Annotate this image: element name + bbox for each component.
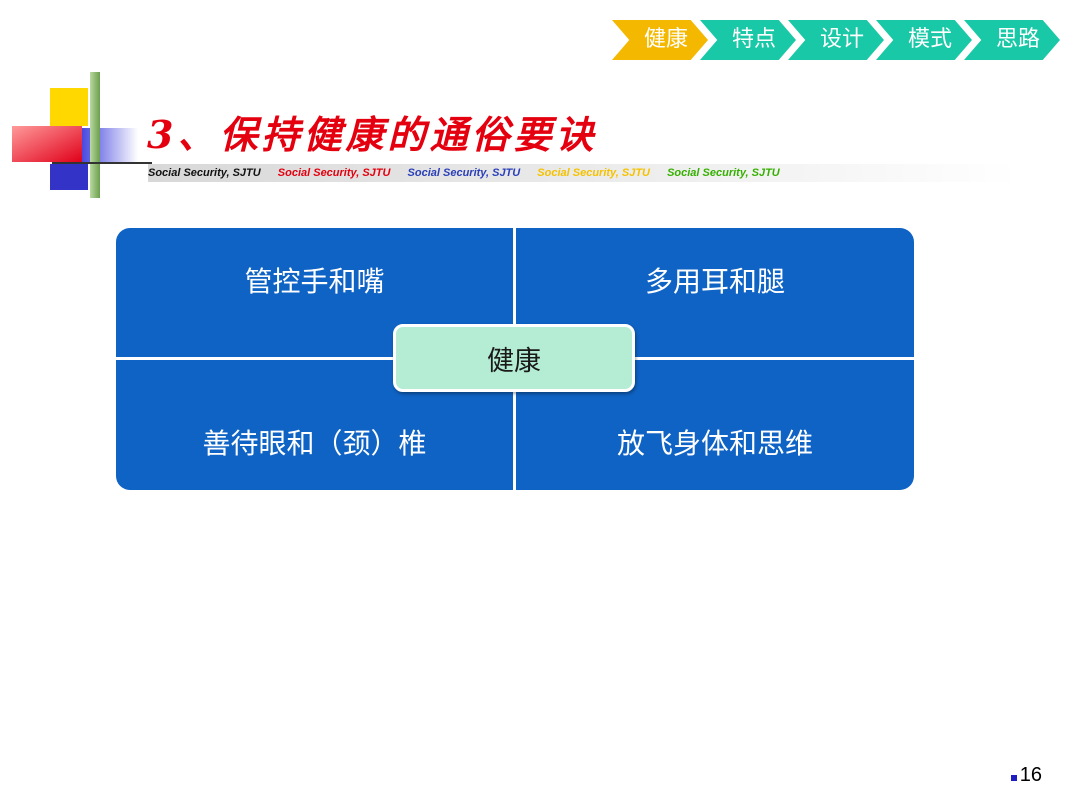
tagline-strip: Social Security, SJTU Social Security, S… <box>148 164 1018 182</box>
page-title: 3、保持健康的通俗要诀 <box>147 112 598 157</box>
matrix-quadrant-bottom-left: 善待眼和（颈）椎 <box>116 360 513 490</box>
nav-item-label: 设计 <box>819 27 864 52</box>
quadrant-label: 放飞身体和思维 <box>616 427 813 460</box>
page-number-text: 16 <box>1019 764 1042 786</box>
bullet-icon <box>1010 774 1017 781</box>
yellow-square <box>50 88 88 126</box>
nav-item-label: 健康 <box>643 27 688 52</box>
quadrant-label: 善待眼和（颈）椎 <box>202 427 427 460</box>
nav-item-mode[interactable]: 模式 <box>876 20 972 60</box>
health-matrix: 管控手和嘴 多用耳和腿 善待眼和（颈）椎 放飞身体和思维 健康 <box>116 228 914 490</box>
tagline-text: Social Security, SJTU <box>148 167 261 179</box>
nav-item-approach[interactable]: 思路 <box>964 20 1060 60</box>
nav-item-health[interactable]: 健康 <box>612 20 708 60</box>
page-number: 16 <box>1010 764 1042 787</box>
nav-item-design[interactable]: 设计 <box>788 20 884 60</box>
vertical-bar <box>90 72 100 198</box>
nav-item-features[interactable]: 特点 <box>700 20 796 60</box>
quadrant-label: 多用耳和腿 <box>644 265 785 298</box>
red-gradient-square <box>12 126 82 162</box>
top-navigation: 健康 特点 设计 模式 思路 <box>612 20 1072 60</box>
nav-item-label: 特点 <box>731 27 776 52</box>
quadrant-label: 管控手和嘴 <box>244 265 385 298</box>
tagline-text: Social Security, SJTU <box>537 167 650 179</box>
tagline-text: Social Security, SJTU <box>407 167 521 179</box>
tagline-text: Social Security, SJTU <box>277 167 391 179</box>
tagline-text: Social Security, SJTU <box>667 167 780 179</box>
header-decoration <box>0 0 160 200</box>
nav-item-label: 模式 <box>907 27 952 52</box>
nav-item-label: 思路 <box>995 27 1040 52</box>
matrix-center-label: 健康 <box>393 324 635 392</box>
navy-square <box>50 164 88 190</box>
horizontal-line <box>52 162 152 164</box>
